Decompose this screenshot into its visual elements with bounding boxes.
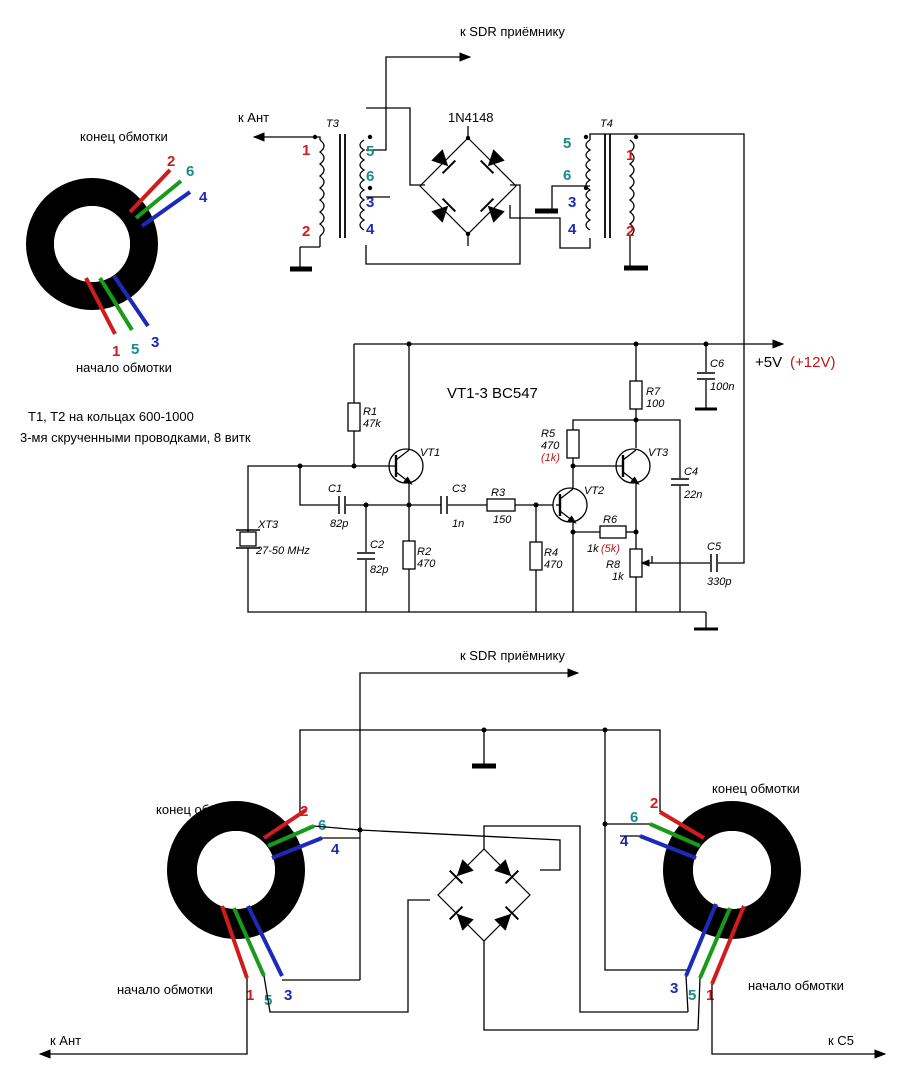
transformer-section: к SDR приёмнику к Ант T3 1 2 5 6 3 4 1N4… [238,24,745,540]
winding-end-label-top: конец обмотки [80,129,168,144]
pin-label: 1 [626,147,634,164]
r3-value: 150 [493,514,512,526]
oscillator-circuit: +5V (+12V) VT1-3 BC547 T1, T2 на кольцах… [20,339,835,631]
r2-label: R2 [417,546,431,558]
power-label: +5V [755,354,782,371]
toroid-top-left: конец обмотки 2 6 4 1 5 3 начало обмотки [26,129,208,375]
r6-value: 1k [587,543,599,555]
vt3-label: VT3 [648,447,669,459]
r8-value: 1k [612,571,624,583]
power-alt-label: (+12V) [790,354,835,371]
pin-label: 6 [318,817,326,834]
note-line-1: T1, T2 на кольцах 600-1000 [28,409,194,424]
r5-label: R5 [541,428,556,440]
pin-label: 3 [151,334,159,351]
diode-bridge-top [419,135,517,237]
c2-label: C2 [370,539,384,551]
pin-label: 2 [626,223,634,240]
c5-value: 330p [707,576,731,588]
pin-label: 4 [620,833,629,850]
transistor-type-label: VT1-3 BC547 [447,385,538,402]
vt1-label: VT1 [420,447,440,459]
ant-label-bottom: к Ант [50,1033,81,1048]
r2-value: 470 [417,558,436,570]
pin-label: 2 [302,223,310,240]
pin-label: 5 [688,987,696,1004]
c4-value: 22n [683,489,702,501]
c1-label: C1 [328,483,342,495]
xt3-label: XT3 [257,519,279,531]
r7-label: R7 [646,386,661,398]
note-line-2: 3-мя скрученными проводками, 8 витк [20,430,251,445]
pin-label: 4 [568,221,577,238]
r6-label: R6 [603,514,618,526]
t3-label: T3 [326,118,340,130]
pin-label: 1 [302,142,310,159]
pin-label: 4 [366,221,375,238]
c3-value: 1n [452,518,464,530]
pin-label: 6 [366,168,374,185]
winding-start-label-top: начало обмотки [76,360,172,375]
pin-label: 6 [563,167,571,184]
pin-label: 1 [246,987,254,1004]
pin-label: 1 [706,987,714,1004]
pin-label: 1 [112,343,120,360]
r8-label: R8 [606,559,621,571]
r6-alt-value: (5k) [601,543,620,555]
r7-value: 100 [646,398,665,410]
r4-label: R4 [544,547,558,559]
ant-label-top: к Ант [238,110,269,125]
r4-value: 470 [544,559,563,571]
r1-label: R1 [363,406,377,418]
pin-label: 2 [300,803,308,820]
bottom-wiring-diagram: к SDR приёмнику конец обмотки 2 6 4 нача… [38,648,887,1059]
pin-label: 2 [650,795,658,812]
winding-end-label-right: конец обмотки [712,781,800,796]
c3-label: C3 [452,483,467,495]
pin-label: 4 [199,189,208,206]
pin-label: 3 [284,987,292,1004]
c4-label: C4 [684,466,698,478]
winding-start-label-right: начало обмотки [748,978,844,993]
c2-value: 82p [370,564,388,576]
pin-label: 6 [186,163,194,180]
pin-label: 3 [366,194,374,211]
pin-label: 3 [568,194,576,211]
c5-label: C5 [707,541,722,553]
pin-label: 3 [670,980,678,997]
diode-bridge-bottom [437,848,531,942]
vt2-label: VT2 [584,485,604,497]
c6-value: 100n [710,381,734,393]
pin-label: 4 [331,841,340,858]
r3-label: R3 [491,487,506,499]
winding-end-label-left: конец обмотки [156,802,244,817]
r5-value: 470 [541,440,560,452]
sdr-label-bottom: к SDR приёмнику [460,648,565,663]
diode-label: 1N4148 [448,110,494,125]
c6-label: C6 [710,358,725,370]
pin-label: 5 [563,135,571,152]
r5-alt-value: (1k) [541,452,560,464]
sdr-label-top: к SDR приёмнику [460,24,565,39]
pin-label: 5 [366,143,374,160]
xt3-value: 27-50 MHz [255,545,310,557]
pin-label: 5 [131,341,139,358]
t4-label: T4 [600,118,613,130]
pin-label: 2 [167,153,175,170]
pin-label: 6 [630,809,638,826]
c1-value: 82p [330,518,348,530]
r1-value: 47k [363,418,381,430]
c5-label-bottom: к C5 [828,1033,854,1048]
winding-start-label-left: начало обмотки [117,982,213,997]
